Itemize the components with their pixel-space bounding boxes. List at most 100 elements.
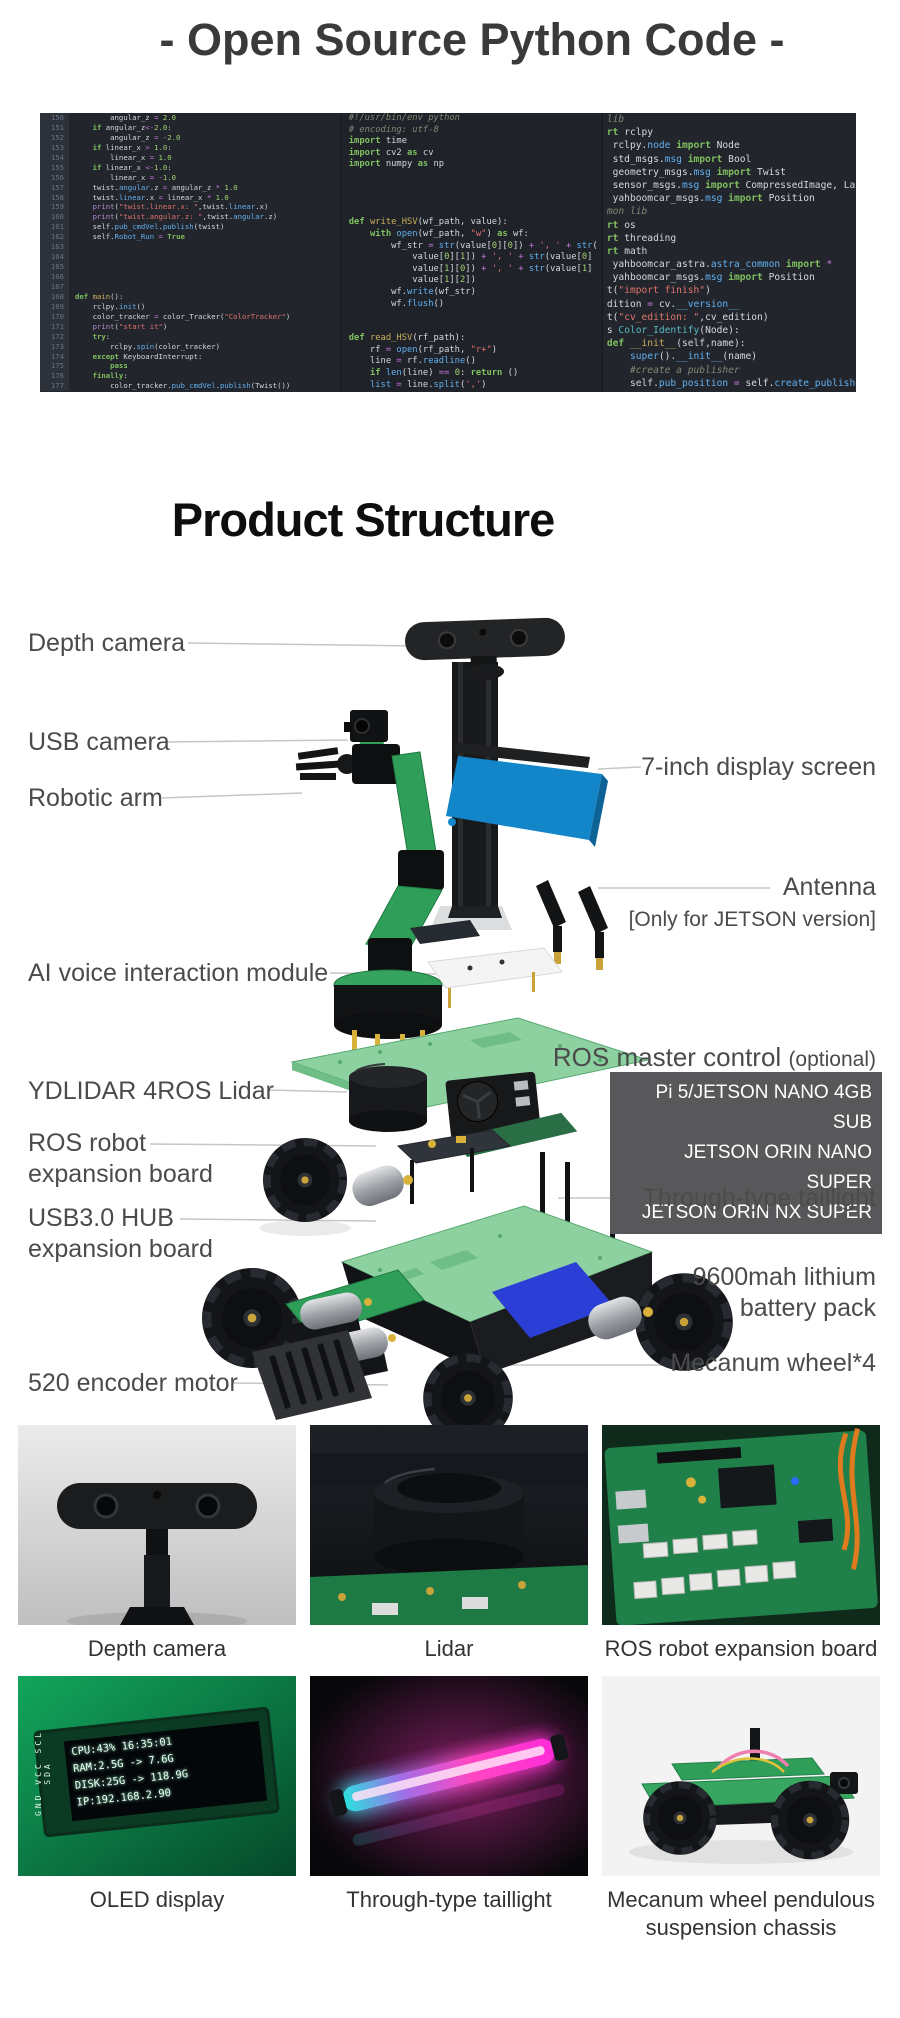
code-line: wf.write(wf_str): [348, 286, 476, 297]
label-line: expansion board: [28, 1235, 213, 1263]
code-line: sensor_msgs.msg import CompressedImage, …: [606, 179, 856, 191]
code-line: rt rclpy: [606, 127, 654, 139]
gallery-item-expansion-board: ROS robot expansion board: [602, 1425, 880, 1676]
master-options-box: Pi 5/JETSON NANO 4GB SUB JETSON ORIN NAN…: [610, 1072, 882, 1234]
code-line: 154 linear_x = 1.0: [40, 152, 340, 163]
ros-master-part: [445, 1071, 578, 1157]
encoder-motor-bracket-part: [252, 1330, 372, 1420]
code-line: 160 print("twist.angular.z: ",twist.angu…: [40, 212, 340, 223]
label-ros-master-control: ROS master control (optional): [553, 1042, 876, 1075]
code-line: 163: [40, 242, 340, 253]
code-line: 176 finally:: [40, 371, 340, 382]
code-line: 156 linear_x = -1.0: [40, 172, 340, 183]
component-photo-gallery: Depth camera Lidar: [18, 1425, 882, 1940]
code-line: #!/usr/bin/env python: [348, 113, 460, 123]
code-line: list = line.split(','): [369, 379, 487, 390]
code-line: #create a publisher: [606, 364, 740, 376]
display-part: [446, 742, 608, 847]
code-line: # encoding: utf-8: [348, 124, 439, 135]
label-line: ROS robot: [28, 1129, 147, 1157]
gallery-item-lidar: Lidar: [310, 1425, 588, 1676]
code-pane-right: lib rt rclpy rclpy.node import Node std_m…: [602, 113, 856, 392]
page-title-open-source-python-code: - Open Source Python Code -: [159, 14, 785, 65]
label-usb-camera: USB camera: [28, 728, 170, 756]
code-line: 157 twist.angular.z = angular_z * 1.0: [40, 182, 340, 193]
code-line: rclpy.node import Node: [606, 140, 740, 152]
code-line: lib: [606, 114, 625, 125]
label-note: (optional): [788, 1048, 876, 1071]
code-line: 169 rclpy.init(): [40, 301, 340, 312]
code-line: t("cv_edition: ",cv_edition): [606, 311, 769, 323]
oled-pin-labels: GND VCC SCL SDA: [34, 1730, 52, 1816]
code-line: std_msgs.msg import Bool: [606, 153, 752, 165]
code-line: 174 except KeyboardInterrupt:: [40, 351, 340, 362]
label-ydlidar: YDLIDAR 4ROS Lidar: [28, 1077, 274, 1105]
master-option: JETSON ORIN NANO SUPER: [684, 1142, 872, 1193]
photo-caption: Through-type taillight: [346, 1887, 552, 1912]
mecanum-wheels-part: [202, 1138, 733, 1425]
lidar-part: [349, 1063, 427, 1132]
label-ros-robot-board: ROS robot expansion board: [28, 1128, 213, 1190]
code-line: 152 angular_z = -2.0: [40, 132, 340, 143]
code-line: mon lib: [606, 206, 648, 218]
code-line: 171 print("start it"): [40, 321, 340, 332]
code-line: wf.flush(): [348, 298, 445, 309]
code-line: 150 angular_z = 2.0: [40, 113, 340, 123]
code-line: geometry_msgs.msg import Twist: [606, 166, 786, 178]
exploded-view-illustration: [149, 617, 770, 1425]
code-line: 167: [40, 281, 340, 292]
code-line: wf_str = str(value[0][0]) + ', ' + str(: [348, 240, 598, 251]
section-title-product-structure: Product Structure: [171, 493, 556, 546]
label-line: USB3.0 HUB: [28, 1204, 174, 1232]
code-line: line = rf.readline(): [348, 356, 476, 367]
code-line: with open(wf_path, "w") as wf:: [369, 228, 529, 239]
expansion-board-photo: [602, 1425, 880, 1625]
lidar-photo-art: [310, 1425, 588, 1625]
chassis-photo: [602, 1676, 880, 1876]
label-usb3-hub-board: USB3.0 HUB expansion board: [28, 1203, 213, 1265]
code-line: 159 print("twist.linear.x: ",twist.linea…: [40, 202, 340, 213]
label-through-type-taillight: Through-type taillight: [642, 1184, 876, 1212]
code-line: 172 try:: [40, 331, 340, 342]
code-line: yahboomcar_msgs.msg import Position: [606, 193, 815, 205]
code-line: [349, 171, 602, 183]
photo-caption: Lidar: [424, 1636, 474, 1661]
code-line: dition = cv.__version__: [606, 298, 740, 310]
code-line: import cv2 as cv: [348, 147, 434, 158]
code-line: rt os: [606, 219, 636, 231]
gallery-item-oled: GND VCC SCL SDA CPU:43% 16:35:01 RAM:2.5…: [18, 1676, 296, 1927]
code-line: def write_HSV(wf_path, value):: [348, 217, 508, 228]
label-520-encoder-motor: 520 encoder motor: [28, 1369, 238, 1397]
label-7inch-display: 7-inch display screen: [641, 753, 876, 781]
label-battery-pack: 9600mah lithium battery pack: [693, 1262, 876, 1324]
code-line: def read_HSV(rf_path):: [348, 333, 466, 344]
lidar-photo: [310, 1425, 588, 1625]
master-option: JETSON ORIN NX SUPER: [641, 1202, 872, 1223]
code-line: value[0][1]) + ', ' + str(value[0]: [348, 252, 593, 263]
label-line: 9600mah lithium: [692, 1263, 876, 1291]
label-line: expansion board: [28, 1160, 213, 1188]
label-robotic-arm: Robotic arm: [28, 784, 163, 812]
code-line: def __init__(self,name):: [606, 338, 746, 350]
label-line: battery pack: [739, 1294, 876, 1322]
chassis-part: [340, 1205, 654, 1374]
depth-camera-part: [405, 617, 565, 681]
label-antenna-note: [Only for JETSON version]: [628, 908, 876, 931]
depth-camera-photo: [18, 1425, 296, 1625]
code-line: 155 if linear_x <-1.0:: [40, 162, 340, 173]
ai-voice-module-part: [410, 920, 563, 1008]
code-line: s Color_Identify(Node):: [606, 325, 740, 336]
code-line: 177 color_tracker.pub_cmdVel.publish(Twi…: [40, 381, 340, 392]
photo-caption: OLED display: [89, 1887, 225, 1912]
code-line: if len(line) == 0: return (): [369, 368, 519, 379]
code-line: t("import finish"): [606, 285, 711, 297]
code-pane-middle: #!/usr/bin/env python# encoding: utf-8 im…: [340, 113, 603, 392]
antenna-part: [536, 880, 608, 970]
label-text: ROS master control: [552, 1042, 782, 1072]
code-line: yahboomcar_astra.astra_common import *: [606, 259, 833, 271]
code-line: [349, 322, 602, 334]
code-line: value[1][0]) + ', ' + str(value[1]: [348, 263, 593, 274]
